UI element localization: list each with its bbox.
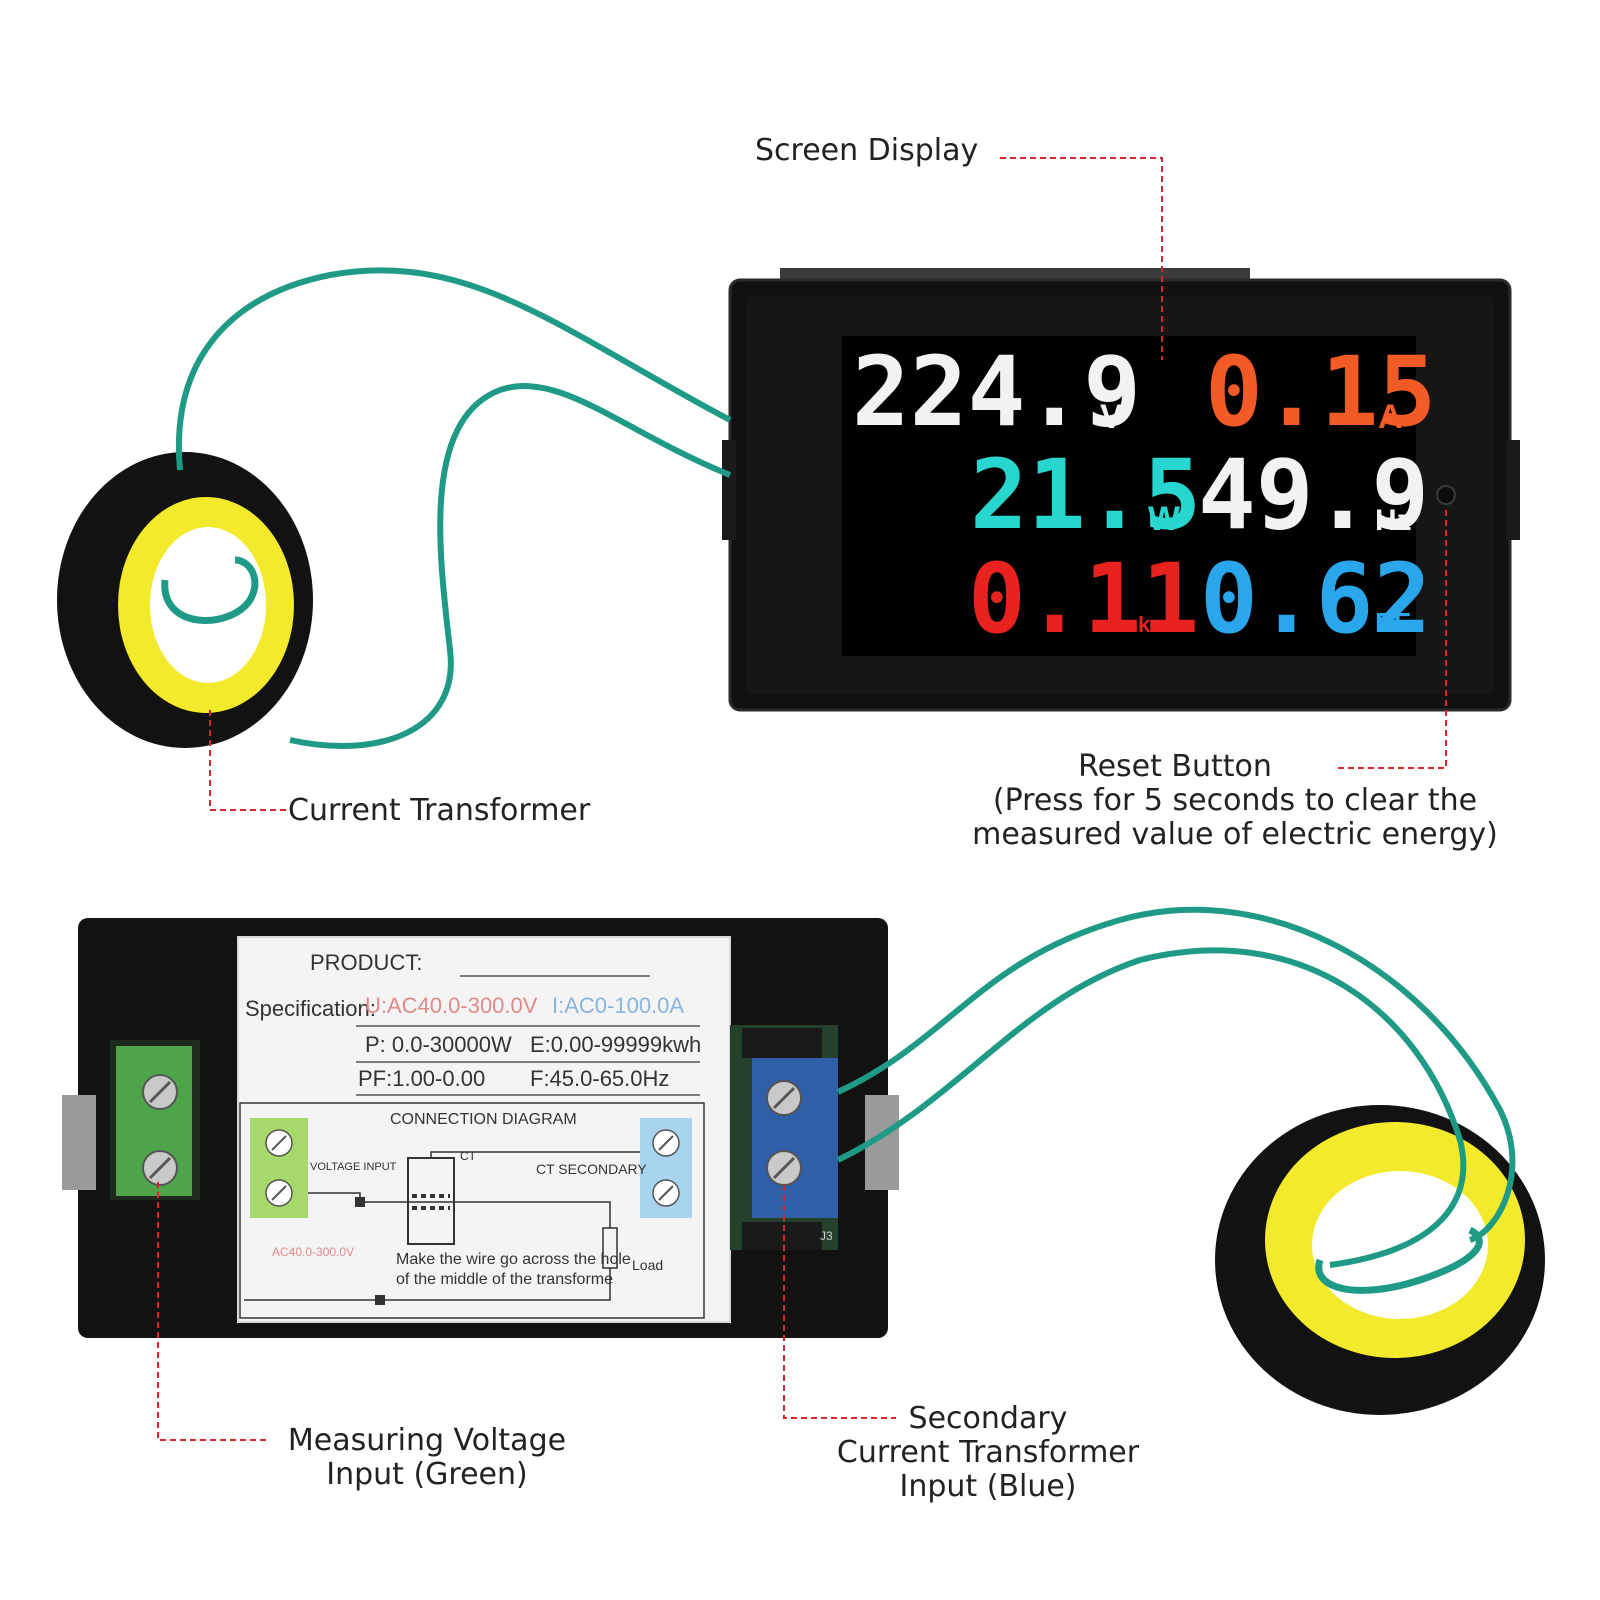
header-pins-bottom bbox=[742, 1222, 822, 1250]
callout-current-transformer: Current Transformer bbox=[288, 793, 591, 828]
callout-secondary-ct: Secondary Current Transformer Input (Blu… bbox=[820, 1402, 1156, 1504]
callout-voltage-line2: Input (Green) bbox=[326, 1457, 528, 1492]
top-wire-1 bbox=[175, 267, 732, 471]
pf-unit: PF bbox=[1375, 607, 1411, 638]
sticker-specification: Specification: bbox=[245, 996, 376, 1021]
connection-diagram-box bbox=[239, 1102, 705, 1319]
connector-j3: J3 bbox=[820, 1229, 833, 1243]
diagram-ct: CT bbox=[460, 1149, 477, 1163]
voltage-unit: V bbox=[1100, 398, 1123, 436]
bottom-wires bbox=[836, 906, 1516, 1268]
frequency-value: 49.9 bbox=[1198, 439, 1429, 551]
current-transformer-bottom bbox=[1215, 1105, 1545, 1415]
lcd-screen bbox=[842, 336, 1416, 656]
callout-voltage-line1: Measuring Voltage bbox=[287, 1423, 567, 1458]
bottom-wire-2 bbox=[836, 947, 1467, 1268]
power-unit: W bbox=[1148, 500, 1181, 538]
sticker-current-spec: I:AC0-100.0A bbox=[552, 993, 684, 1018]
callout-reset-button: Reset Button (Press for 5 seconds to cle… bbox=[935, 750, 1535, 852]
voltage-value: 224.9 bbox=[852, 336, 1141, 448]
top-wires bbox=[175, 267, 732, 749]
leader-current-transformer bbox=[209, 710, 286, 811]
callout-ct-line2: Current Transformer bbox=[836, 1435, 1140, 1470]
current-value: 0.15 bbox=[1205, 336, 1436, 448]
current-unit: A bbox=[1378, 398, 1403, 436]
leader-screen-display bbox=[1000, 157, 1163, 360]
current-transformer-top bbox=[57, 452, 313, 748]
sticker-power-spec: P: 0.0-30000W bbox=[365, 1032, 512, 1057]
top-wire-2 bbox=[289, 383, 732, 749]
meter-front: 224.9 V 0.15 A 21.5 W 49.9 Hz 0.11 kwh 0… bbox=[722, 268, 1520, 712]
diagram-title: CONNECTION DIAGRAM bbox=[390, 1111, 577, 1128]
callout-reset-line3: measured value of electric energy) bbox=[972, 817, 1498, 852]
pf-value: 0.62 bbox=[1200, 543, 1431, 655]
meter-clip-right bbox=[1506, 440, 1520, 540]
ct-top-hole bbox=[150, 527, 266, 683]
reset-button[interactable] bbox=[1436, 485, 1456, 505]
callout-reset-line2: (Press for 5 seconds to clear the bbox=[992, 783, 1478, 818]
sticker-freq-spec: F:45.0-65.0Hz bbox=[530, 1066, 669, 1091]
power-value: 21.5 bbox=[970, 439, 1201, 551]
diagram-instruction-1: Make the wire go across the hole bbox=[396, 1251, 631, 1268]
callout-measuring-voltage: Measuring Voltage Input (Green) bbox=[268, 1424, 586, 1492]
diagram-voltage-input: VOLTAGE INPUT bbox=[310, 1161, 397, 1173]
leader-lines bbox=[157, 157, 1447, 1441]
rear-clip-left bbox=[62, 1095, 96, 1190]
sticker-voltage-spec: U:AC40.0-300.0V bbox=[365, 993, 538, 1018]
diagram-load-label: Load bbox=[632, 1257, 663, 1273]
ct-terminal bbox=[752, 1058, 838, 1218]
diagram-instruction-2: of the middle of the transforme bbox=[396, 1271, 613, 1288]
leader-measuring-voltage bbox=[157, 1182, 266, 1441]
header-pins-top bbox=[742, 1028, 822, 1058]
energy-value: 0.11 bbox=[968, 543, 1199, 655]
callout-reset-line1: Reset Button bbox=[1078, 749, 1272, 784]
sticker-energy-spec: E:0.00-99999kwh bbox=[530, 1032, 701, 1057]
ct-terminal-block: J3 bbox=[730, 1025, 838, 1250]
ct-bottom-wire-loop bbox=[1315, 1226, 1483, 1294]
sticker-product: PRODUCT: bbox=[310, 950, 422, 975]
diagram-ac-range: AC40.0-300.0V bbox=[272, 1245, 354, 1259]
bottom-wire-1 bbox=[836, 906, 1516, 1243]
leader-secondary-ct bbox=[783, 1185, 896, 1419]
meter-clip-left bbox=[722, 440, 736, 540]
callout-ct-line3: Input (Blue) bbox=[899, 1469, 1077, 1504]
callout-ct-line1: Secondary bbox=[908, 1401, 1068, 1436]
diagram-ct-secondary: CT SECONDARY bbox=[536, 1161, 647, 1177]
voltage-terminal-block bbox=[110, 1040, 200, 1200]
frequency-unit: Hz bbox=[1375, 504, 1412, 537]
ct-top-wire-loop bbox=[161, 556, 259, 624]
meter-rear: PRODUCT: Specification: U:AC40.0-300.0V … bbox=[62, 918, 899, 1338]
leader-reset-button bbox=[1338, 510, 1447, 769]
energy-unit: kwh bbox=[1138, 612, 1181, 637]
callout-screen-display: Screen Display bbox=[755, 133, 979, 168]
sticker-pf-spec: PF:1.00-0.00 bbox=[358, 1066, 485, 1091]
